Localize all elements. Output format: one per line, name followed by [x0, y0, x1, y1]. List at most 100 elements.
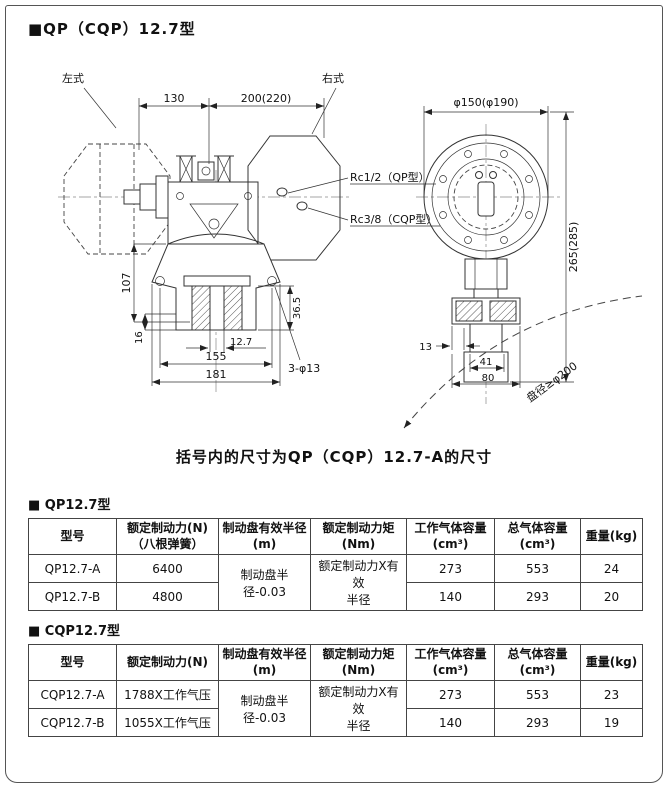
table-row: CQP12.7-B 1055X工作气压 140 293 19: [28, 708, 643, 737]
dim-107: 107: [120, 273, 133, 294]
cell-totalvol: 293: [494, 708, 581, 737]
dim-181: 181: [206, 368, 227, 381]
port-label-cqp: Rc3/8（CQP型）: [350, 212, 437, 226]
cell-line: 额定制动力X有效: [318, 685, 399, 716]
header-line: (Nm): [341, 662, 376, 677]
cqp-table: 型号 额定制动力(N) 制动盘有效半径 (m) 额定制动力矩 (Nm) 工作气体…: [28, 644, 643, 737]
table-row: QP12.7-B 4800 140 293 20: [28, 582, 643, 611]
cell-totalvol: 293: [494, 582, 581, 611]
qp-table-section: ■ QP12.7型 型号 额定制动力(N) （八根弹簧） 制动盘有效半径 (m)…: [28, 494, 644, 611]
dim-200-220: 200(220): [241, 92, 292, 105]
cell-line: 额定制动力X有效: [318, 559, 399, 590]
right-view-dimensions: φ150(φ190) 265(285) 13 41 80: [419, 96, 580, 388]
caliper-mechanism: [123, 155, 259, 245]
cqp-col-weight: 重量(kg): [580, 644, 643, 681]
cell-totalvol: 553: [494, 554, 581, 583]
dim-13: 13: [419, 342, 432, 353]
cqp-table-title: ■ CQP12.7型: [28, 624, 121, 639]
cell-radius-merged: 制动盘半径-0.03: [218, 680, 311, 737]
qp-col-force: 额定制动力(N) （八根弹簧）: [116, 518, 219, 555]
qp-col-weight: 重量(kg): [580, 518, 643, 555]
cell-line: 半径: [346, 719, 371, 733]
cell-force: 4800: [116, 582, 219, 611]
qp-col-torque: 额定制动力矩 (Nm): [310, 518, 407, 555]
cell-model: QP12.7-B: [28, 582, 117, 611]
qp-table: 型号 额定制动力(N) （八根弹簧） 制动盘有效半径 (m) 额定制动力矩 (N…: [28, 518, 643, 611]
cell-workvol: 273: [406, 680, 495, 709]
cell-force: 1788X工作气压: [116, 680, 219, 709]
cell-model: QP12.7-A: [28, 554, 117, 583]
view-labels: 左式 右式: [62, 71, 344, 135]
cell-radius-merged: 制动盘半径-0.03: [218, 554, 311, 611]
dim-41: 41: [480, 357, 493, 368]
dim-12-7: 12.7: [230, 337, 252, 348]
port-label-qp: Rc1/2（QP型）: [350, 170, 430, 184]
header-line: (m): [252, 662, 277, 677]
dim-phi150: φ150(φ190): [453, 96, 518, 109]
cqp-col-radius: 制动盘有效半径 (m): [218, 644, 311, 681]
top-dimensions: 130 200(220): [138, 92, 325, 164]
table-row: CQP12.7-A 1788X工作气压 制动盘半径-0.03 额定制动力X有效 …: [28, 680, 643, 737]
qp-table-title: ■ QP12.7型: [28, 498, 111, 513]
dim-80: 80: [482, 373, 495, 384]
cell-torque-merged: 额定制动力X有效 半径: [310, 680, 407, 737]
caliper-yoke: [151, 233, 281, 331]
dim-36-5: 36.5: [292, 297, 303, 319]
cell-force: 6400: [116, 554, 219, 583]
left-view-label: 左式: [62, 72, 84, 85]
dim-130: 130: [164, 92, 185, 105]
cell-model: CQP12.7-B: [28, 708, 117, 737]
cylinder-body-side: [451, 258, 521, 383]
cell-workvol: 273: [406, 554, 495, 583]
cqp-col-totalvol: 总气体容量 (cm³): [494, 644, 581, 681]
cell-workvol: 140: [406, 582, 495, 611]
header-line: 总气体容量: [507, 520, 568, 535]
right-view-label: 右式: [322, 71, 344, 85]
cell-weight: 19: [580, 708, 643, 737]
drawing-caption: 括号内的尺寸为QP（CQP）12.7-A的尺寸: [175, 448, 493, 466]
header-line: (Nm): [341, 536, 376, 551]
dim-265: 265(285): [567, 222, 580, 273]
header-line: (cm³): [432, 662, 469, 677]
header-line: 制动盘有效半径: [222, 646, 307, 661]
header-line: 额定制动力矩: [322, 520, 395, 535]
table-row: QP12.7-A 6400 制动盘半径-0.03 额定制动力X有效 半径 273…: [28, 554, 643, 611]
cell-force: 1055X工作气压: [116, 708, 219, 737]
left-side-dimensions: 107 16 36.5: [120, 243, 303, 344]
cell-weight: 20: [580, 582, 643, 611]
left-type-housing-dashed: [63, 143, 171, 255]
qp-header-row: 型号 额定制动力(N) （八根弹簧） 制动盘有效半径 (m) 额定制动力矩 (N…: [28, 518, 643, 555]
header-line: 额定制动力矩: [322, 646, 395, 661]
page-title: ■QP（CQP）12.7型: [28, 20, 196, 38]
port-callouts: Rc1/2（QP型） Rc3/8（CQP型）: [287, 170, 440, 227]
cqp-table-section: ■ CQP12.7型 型号 额定制动力(N) 制动盘有效半径 (m) 额定制动力…: [28, 620, 644, 737]
dim-3-holes: 3-φ13: [288, 362, 320, 375]
header-line: 额定制动力(N): [126, 520, 208, 535]
cqp-col-workvol: 工作气体容量 (cm³): [406, 644, 495, 681]
cell-torque-merged: 额定制动力X有效 半径: [310, 554, 407, 611]
cell-totalvol: 553: [494, 680, 581, 709]
technical-drawing-area: 左式 右式 130 200(220) Rc1/2（QP型） Rc3/8（CQP型…: [18, 54, 646, 448]
qp-col-model: 型号: [28, 518, 117, 555]
cell-line: 半径: [346, 593, 371, 607]
qp-col-totalvol: 总气体容量 (cm³): [494, 518, 581, 555]
dim-16: 16: [134, 331, 145, 344]
header-line: 工作气体容量: [414, 646, 487, 661]
technical-drawing: 左式 右式 130 200(220) Rc1/2（QP型） Rc3/8（CQP型…: [58, 71, 643, 429]
header-line: 总气体容量: [507, 646, 568, 661]
header-line: (m): [252, 536, 277, 551]
header-line: 制动盘有效半径: [222, 520, 307, 535]
header-line: (cm³): [432, 536, 469, 551]
cell-weight: 23: [580, 680, 643, 709]
cqp-col-model: 型号: [28, 644, 117, 681]
qp-col-workvol: 工作气体容量 (cm³): [406, 518, 495, 555]
bottom-dimensions-left: 12.7 155 181 3-φ13: [151, 284, 320, 386]
dim-155: 155: [206, 350, 227, 363]
brake-disc-arc: 盘径≥φ200: [403, 295, 643, 429]
header-line: (cm³): [519, 662, 556, 677]
cell-workvol: 140: [406, 708, 495, 737]
header-line: 工作气体容量: [414, 520, 487, 535]
qp-col-radius: 制动盘有效半径 (m): [218, 518, 311, 555]
cell-weight: 24: [580, 554, 643, 583]
cqp-header-row: 型号 额定制动力(N) 制动盘有效半径 (m) 额定制动力矩 (Nm) 工作气体…: [28, 644, 643, 681]
